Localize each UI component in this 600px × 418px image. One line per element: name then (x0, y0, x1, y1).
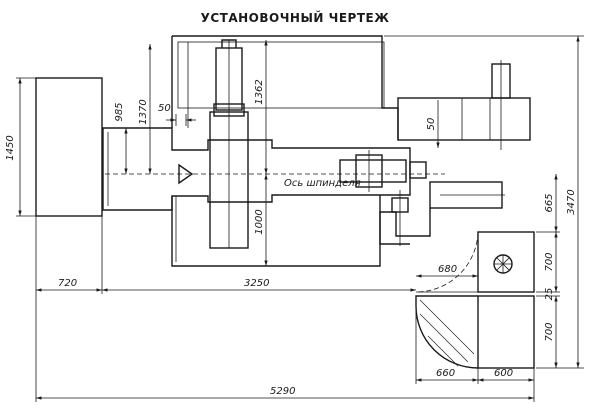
svg-text:985: 985 (114, 102, 125, 121)
dim-1362: 1362 (254, 40, 268, 174)
vertical-column (209, 39, 249, 249)
tool-carriage (339, 150, 427, 192)
control-station (477, 231, 535, 293)
svg-text:720: 720 (58, 278, 77, 289)
svg-text:3250: 3250 (244, 278, 269, 289)
dim-3250: 3250 (101, 210, 416, 294)
dim-3470: 3470 (384, 35, 584, 369)
svg-text:5290: 5290 (270, 386, 295, 397)
dim-1450: 1450 (5, 77, 36, 217)
svg-text:1000: 1000 (254, 209, 265, 234)
drawing-title: УСТАНОВОЧНЫЙ ЧЕРТЕЖ (201, 10, 390, 25)
door-swing-lower (415, 295, 535, 369)
dim-50-right: 50 (426, 100, 440, 148)
ram-housing (397, 60, 531, 150)
tailstock (379, 181, 505, 246)
dim-720: 720 (35, 216, 102, 294)
svg-text:50: 50 (158, 103, 171, 114)
dim-50-left: 50 (158, 103, 196, 126)
dim-700-upper: 700 (536, 232, 560, 293)
dim-1000: 1000 (254, 174, 268, 266)
svg-text:700: 700 (544, 322, 555, 341)
dim-700-lower: 700 (544, 296, 558, 368)
svg-text:600: 600 (494, 368, 513, 379)
svg-text:1370: 1370 (138, 99, 149, 124)
machine-bed (102, 127, 411, 211)
dim-1370: 1370 (138, 44, 152, 174)
upper-enclosure (171, 35, 399, 140)
spindle-axis-label: Ось шпинделя (284, 178, 361, 189)
svg-text:50: 50 (426, 118, 437, 131)
bed-base (171, 195, 381, 267)
door-swing-upper (415, 231, 479, 293)
svg-text:1362: 1362 (254, 79, 265, 104)
dim-600: 600 (477, 368, 535, 402)
svg-text:660: 660 (436, 368, 455, 379)
dim-680: 680 (416, 264, 478, 278)
svg-text:700: 700 (544, 252, 555, 271)
dim-660: 660 (415, 306, 478, 384)
dim-5290: 5290 (35, 294, 534, 402)
electrical-cabinet (35, 77, 103, 217)
dim-985: 985 (114, 102, 128, 174)
svg-text:665: 665 (544, 193, 555, 212)
svg-text:3470: 3470 (566, 189, 577, 214)
svg-text:25: 25 (544, 288, 555, 301)
svg-text:1450: 1450 (5, 135, 16, 160)
dim-665: 665 (536, 174, 560, 233)
svg-text:680: 680 (438, 264, 457, 275)
